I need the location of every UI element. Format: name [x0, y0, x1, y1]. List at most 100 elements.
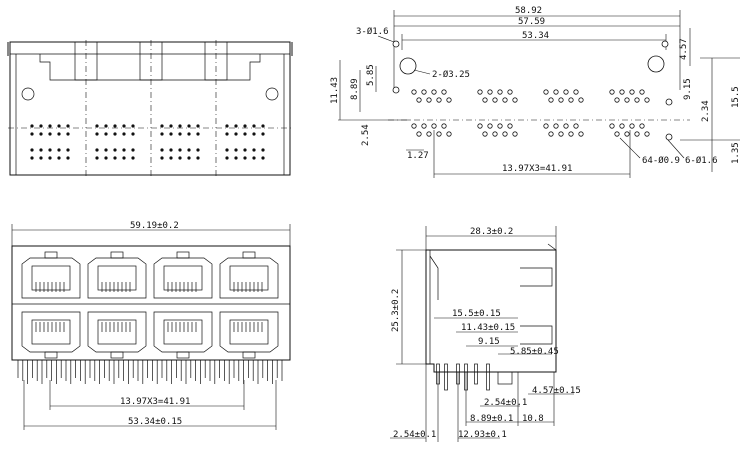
dim-side-1293: 12.93±0.1 — [458, 430, 507, 440]
pcb-pin-hole — [446, 97, 452, 103]
rj45-ports — [21, 251, 279, 359]
dim-v234: 2.34 — [701, 100, 711, 122]
side-latch-lower — [520, 325, 553, 345]
pcb-pin-hole — [441, 89, 447, 95]
side-pin — [486, 363, 490, 391]
rear-pin — [234, 156, 238, 160]
pcb-pin-hole — [573, 89, 579, 95]
dim-v889: 8.89 — [350, 78, 360, 100]
side-pin — [444, 363, 448, 391]
rear-pin — [261, 148, 265, 152]
rear-pin — [48, 124, 52, 128]
dim-side-155: 15.5±0.15 — [452, 309, 501, 319]
dim-overall-a: 58.92 — [515, 6, 542, 16]
pcb-pin-hole — [558, 131, 564, 137]
rear-pin — [178, 148, 182, 152]
dim-v135: 1.35 — [731, 142, 741, 164]
rear-pin — [104, 124, 108, 128]
leader-pin-holes — [619, 137, 641, 159]
front-view: 59.19±0.2 13.97X3=41.91 53.34±0.15 — [11, 221, 291, 430]
rear-pin — [243, 156, 247, 160]
pcb-pin-hole — [482, 97, 488, 103]
rear-view-led-left — [21, 87, 35, 101]
mount-hole-right — [647, 55, 665, 73]
rear-pin — [131, 124, 135, 128]
rear-pin — [261, 132, 265, 136]
pcb-pin-hole — [441, 123, 447, 129]
pcb-pin-hole — [634, 97, 640, 103]
led-hole-right — [665, 98, 673, 106]
mount-hole-left — [399, 57, 417, 75]
rear-pin — [95, 156, 99, 160]
rear-view-latch-2 — [139, 41, 163, 81]
rear-pin — [243, 124, 247, 128]
rear-pin — [104, 156, 108, 160]
rear-pin — [30, 124, 34, 128]
rear-pin — [261, 124, 265, 128]
dim-v585: 5.85 — [366, 64, 376, 86]
rj45-port — [153, 311, 213, 359]
pcb-pin-hole — [507, 123, 513, 129]
front-view-pins — [17, 360, 283, 384]
pcb-pin-hole — [487, 123, 493, 129]
rear-pin — [178, 124, 182, 128]
pcb-pin-hole — [548, 97, 554, 103]
pcb-pin-hole — [614, 131, 620, 137]
pcb-pin-hole — [563, 123, 569, 129]
dim-side-108: 10.8 — [522, 414, 544, 424]
rear-pin — [122, 156, 126, 160]
pcb-pin-hole — [563, 89, 569, 95]
rear-pin — [57, 156, 61, 160]
dim-front-span: 53.34±0.15 — [128, 417, 182, 427]
rear-pin — [225, 132, 229, 136]
dim-v254: 2.54 — [361, 124, 371, 146]
pcb-pin-hole — [639, 123, 645, 129]
dim-v155: 15.5 — [731, 86, 741, 108]
rear-pin — [122, 148, 126, 152]
pcb-pin-hole — [446, 131, 452, 137]
rear-pin — [169, 132, 173, 136]
pcb-pin-hole — [624, 97, 630, 103]
side-view: 28.3±0.2 25.3±0.2 15.5±0.15 11.43±0.15 9… — [390, 226, 581, 442]
pcb-pin-hole — [553, 123, 559, 129]
rear-pin — [234, 124, 238, 128]
pcb-pin-hole — [426, 131, 432, 137]
pcb-pin-hole — [629, 123, 635, 129]
rear-pin — [66, 156, 70, 160]
rear-pin — [104, 132, 108, 136]
rear-pin — [66, 124, 70, 128]
rear-pin — [57, 132, 61, 136]
leader-post-hole — [377, 35, 395, 43]
pcb-pin-hole — [644, 97, 650, 103]
rear-pin — [30, 148, 34, 152]
rear-pin — [95, 148, 99, 152]
rear-pin — [30, 156, 34, 160]
pcb-pin-hole — [578, 131, 584, 137]
rear-pin — [169, 156, 173, 160]
rear-pin — [225, 124, 229, 128]
pcb-pin-hole — [411, 89, 417, 95]
pcb-pin-hole — [416, 97, 422, 103]
pcb-pin-hole — [512, 131, 518, 137]
pcb-pin-hole — [568, 97, 574, 103]
pcb-layout: 58.92 57.59 53.34 3-Ø1.6 2-Ø3.25 4.57 15… — [330, 6, 741, 178]
pcb-pin-hole — [482, 131, 488, 137]
rear-pin — [160, 148, 164, 152]
rear-pin — [234, 132, 238, 136]
pcb-pin-hole — [431, 89, 437, 95]
dim-v915: 9.15 — [683, 78, 693, 100]
rear-pin — [160, 124, 164, 128]
pcb-pin-hole — [497, 89, 503, 95]
rear-pin — [39, 124, 43, 128]
pcb-pin-hole — [568, 131, 574, 137]
rear-view — [7, 40, 293, 178]
rj45-port — [21, 311, 81, 359]
rear-view-led-right — [265, 87, 279, 101]
pcb-pin-hole — [492, 97, 498, 103]
side-view-top-tab — [547, 243, 557, 251]
rear-pin — [113, 124, 117, 128]
rear-pin — [187, 148, 191, 152]
label-led-holes: 6-Ø1.6 — [685, 155, 718, 166]
dim-h127: 1.27 — [407, 151, 429, 161]
